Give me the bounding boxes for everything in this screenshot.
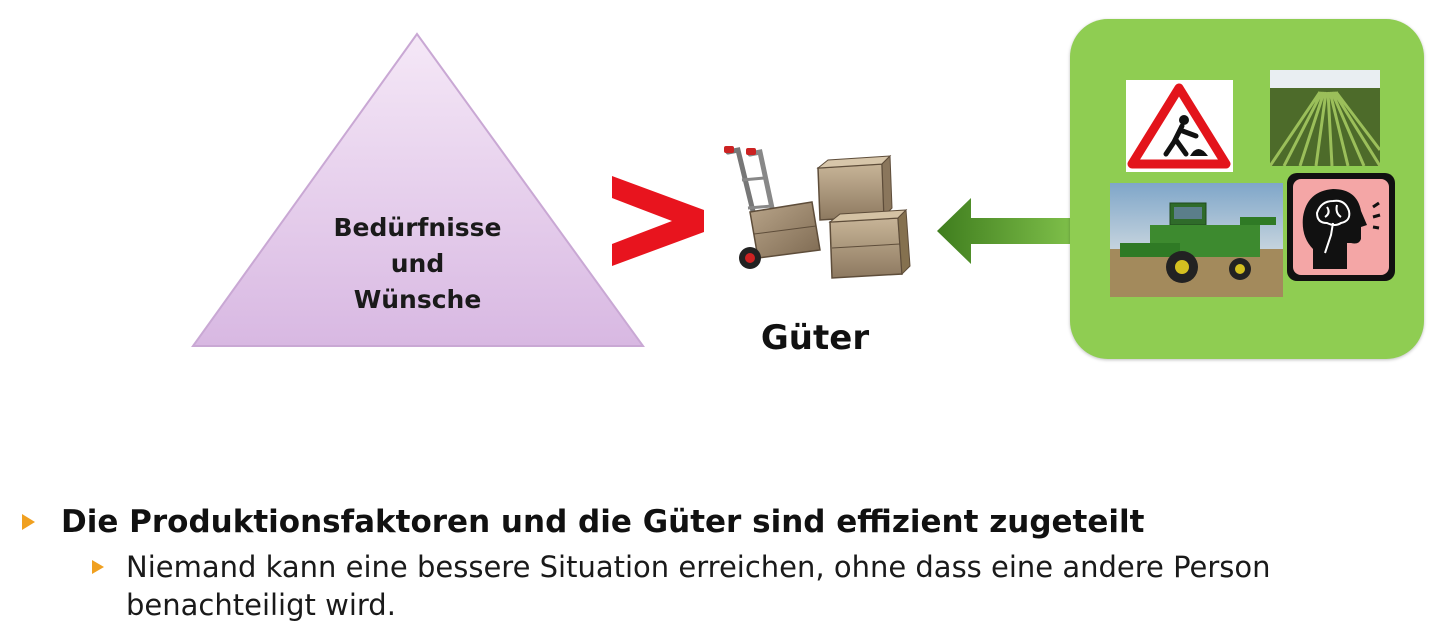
capital-tile — [1110, 183, 1283, 297]
knowledge-tile — [1287, 173, 1395, 281]
labor-tile — [1126, 80, 1233, 172]
bullet-2-text: Niemand kann eine bessere Situation erre… — [126, 550, 1271, 622]
needs-pyramid-label: Bedürfnisse und Wünsche — [185, 210, 650, 318]
bullet-level-1: Die Produktionsfaktoren und die Güter si… — [22, 502, 1402, 542]
bullet-level-2: Niemand kann eine bessere Situation erre… — [92, 548, 1412, 624]
combine-harvester-icon — [1110, 183, 1283, 297]
arrow-left-icon — [937, 198, 1073, 264]
greater-than-icon — [612, 176, 704, 266]
field-rows-icon — [1270, 70, 1380, 166]
pyramid-line-2: und — [390, 249, 445, 278]
pyramid-line-1: Bedürfnisse — [333, 213, 502, 242]
bullet-1-text: Die Produktionsfaktoren und die Güter si… — [61, 504, 1145, 540]
road-works-sign-icon — [1127, 83, 1231, 169]
pyramid-line-3: Wünsche — [353, 285, 482, 314]
land-tile — [1270, 70, 1380, 166]
goods-label: Güter — [760, 318, 870, 358]
head-brain-icon — [1293, 179, 1389, 275]
bullet-triangle-icon — [22, 514, 35, 530]
goods-cart-icon — [724, 146, 911, 279]
needs-pyramid — [191, 32, 645, 347]
bullet-triangle-icon — [92, 560, 104, 574]
